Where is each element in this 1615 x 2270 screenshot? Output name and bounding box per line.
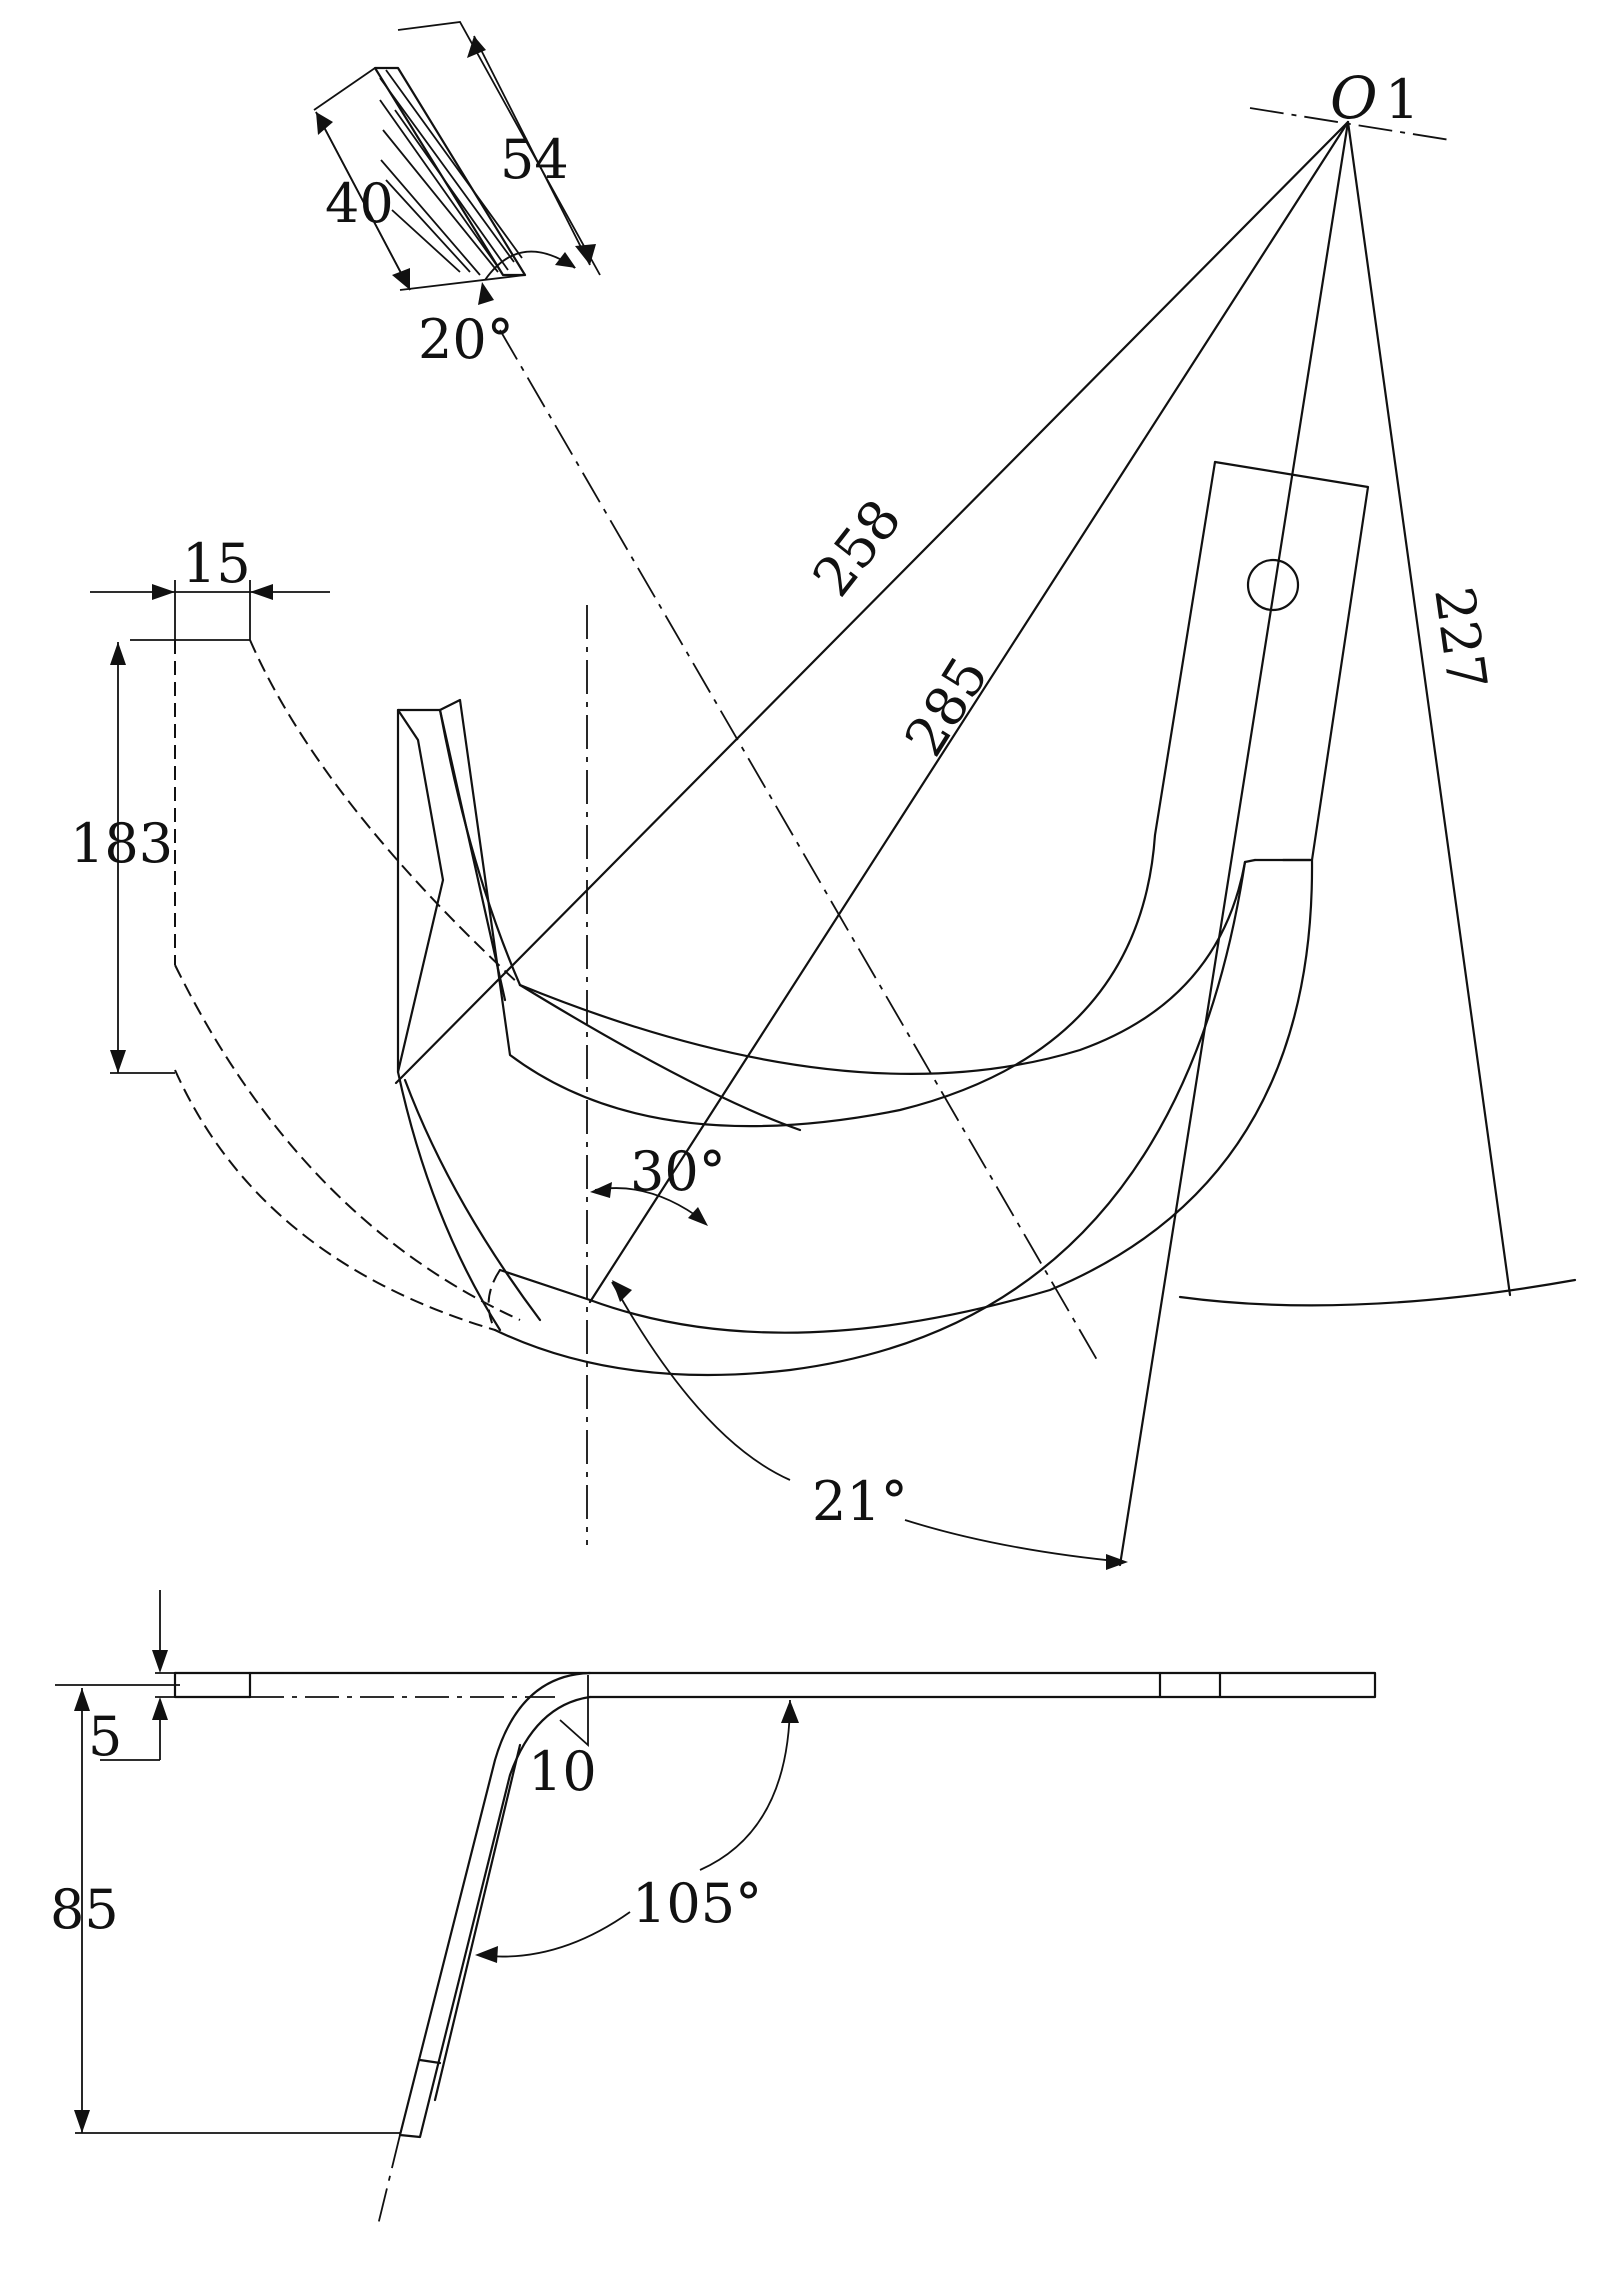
- blade-plan-view: [174, 460, 1577, 1377]
- mount-hole: [1246, 558, 1300, 612]
- dim-5-label: 5: [88, 1705, 122, 1768]
- dim-10-label: 10: [528, 1740, 597, 1803]
- dim-15: [90, 580, 330, 641]
- dim-227-label: 227: [1422, 583, 1499, 694]
- center-point-label: O: [1330, 64, 1378, 132]
- dim-15-label: 15: [182, 532, 251, 595]
- center-point-sub-label: 1: [1385, 68, 1419, 131]
- dim-5: [100, 1590, 175, 1761]
- side-view: [55, 1671, 1377, 2226]
- center-point-o1: [394, 107, 1512, 1567]
- dim-258-label: 258: [801, 488, 914, 608]
- dim-105deg-label: 105°: [632, 1872, 762, 1935]
- dim-183: [110, 642, 175, 1074]
- dim-105deg: [475, 1699, 799, 1963]
- dim-85: [74, 1688, 400, 2134]
- dim-183-label: 183: [70, 812, 173, 875]
- dim-21deg-label: 21°: [812, 1470, 908, 1533]
- dim-30deg-label: 30°: [630, 1140, 726, 1203]
- dim-20deg-label: 20°: [418, 308, 514, 371]
- dim-30deg: [590, 1182, 708, 1226]
- dim-85-label: 85: [50, 1878, 119, 1941]
- dim-40-label: 40: [325, 172, 394, 235]
- dim-21deg: [611, 1280, 1128, 1570]
- blade-section: [313, 21, 601, 305]
- dim-54-label: 54: [500, 128, 569, 191]
- dim-285-label: 285: [893, 646, 1001, 767]
